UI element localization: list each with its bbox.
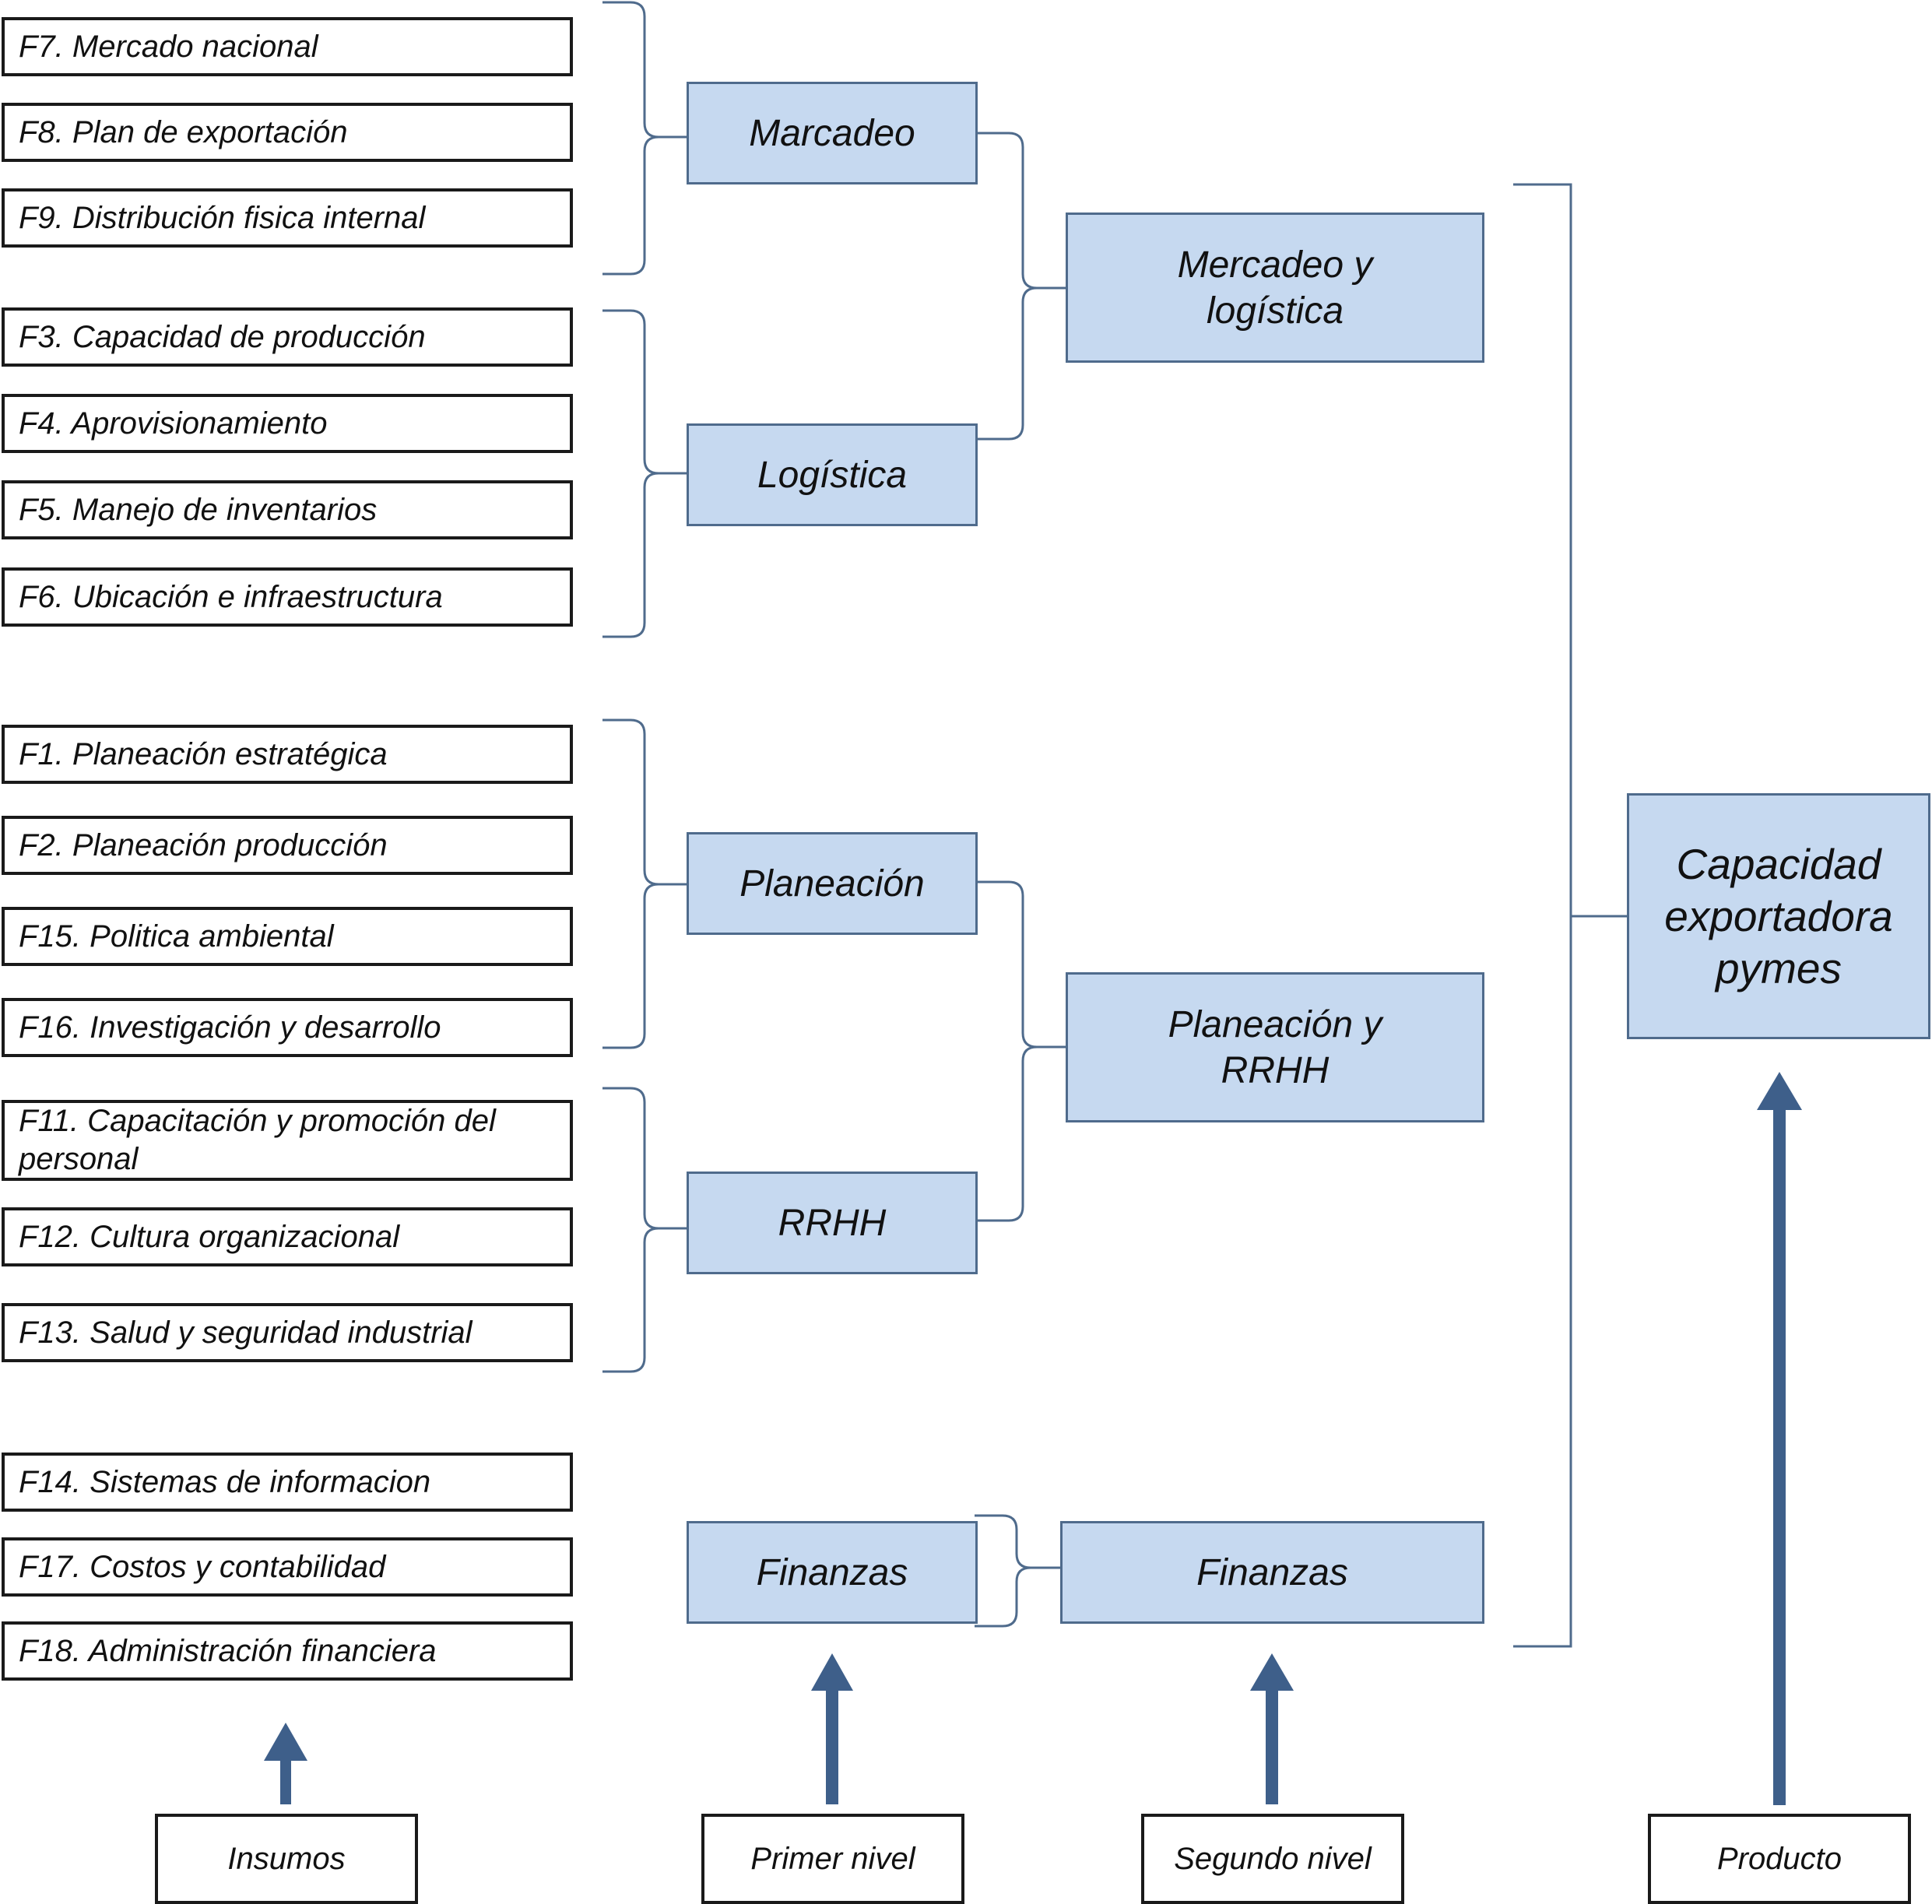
- legend-primer-nivel: Primer nivel: [701, 1814, 964, 1904]
- legend-producto: Producto: [1648, 1814, 1911, 1904]
- input-f13: F13. Salud y seguridad industrial: [2, 1303, 573, 1362]
- first-level-planeacion: Planeación: [687, 832, 978, 935]
- second-level-planeacion-rrhh: Planeación y RRHH: [1066, 972, 1484, 1122]
- input-f18: F18. Administración financiera: [2, 1621, 573, 1681]
- first-level-marcadeo: Marcadeo: [687, 82, 978, 184]
- arrow-segundo-nivel: [1250, 1653, 1294, 1804]
- input-f11: F11. Capacitación y promoción del person…: [2, 1100, 573, 1181]
- input-f17: F17. Costos y contabilidad: [2, 1537, 573, 1597]
- input-f7: F7. Mercado nacional: [2, 17, 573, 76]
- bracket-rrhh: [602, 1087, 687, 1373]
- connector-finanzas: [975, 1514, 1060, 1628]
- arrow-insumos: [264, 1723, 307, 1804]
- product-capacidad-exportadora: Capacidad exportadora pymes: [1627, 793, 1930, 1039]
- bracket-logistica: [602, 309, 687, 638]
- first-level-rrhh: RRHH: [687, 1172, 978, 1274]
- first-level-logistica: Logística: [687, 423, 978, 526]
- second-level-mercadeo-logistica: Mercadeo y logística: [1066, 213, 1484, 363]
- connector-planeacion-rrhh: [978, 880, 1066, 1222]
- input-f12: F12. Cultura organizacional: [2, 1207, 573, 1266]
- second-level-finanzas: Finanzas: [1060, 1521, 1484, 1624]
- connector-producto: [1513, 183, 1627, 1648]
- input-f4: F4. Aprovisionamiento: [2, 394, 573, 453]
- arrow-producto: [1757, 1072, 1802, 1805]
- input-f6: F6. Ubicación e infraestructura: [2, 567, 573, 627]
- input-f9: F9. Distribución fisica internal: [2, 188, 573, 248]
- legend-segundo-nivel: Segundo nivel: [1141, 1814, 1404, 1904]
- input-f15: F15. Politica ambiental: [2, 907, 573, 966]
- input-f8: F8. Plan de exportación: [2, 103, 573, 162]
- arrow-primer-nivel: [811, 1653, 853, 1804]
- input-f14: F14. Sistemas de informacion: [2, 1453, 573, 1512]
- input-f1: F1. Planeación estratégica: [2, 725, 573, 784]
- bracket-planeacion: [602, 718, 687, 1049]
- connector-mercadeo-logistica: [978, 132, 1066, 441]
- first-level-finanzas: Finanzas: [687, 1521, 978, 1624]
- input-f16: F16. Investigación y desarrollo: [2, 998, 573, 1057]
- bracket-marcadeo: [602, 1, 687, 276]
- input-f3: F3. Capacidad de producción: [2, 307, 573, 367]
- legend-insumos: Insumos: [155, 1814, 418, 1904]
- input-f2: F2. Planeación producción: [2, 816, 573, 875]
- input-f5: F5. Manejo de inventarios: [2, 480, 573, 539]
